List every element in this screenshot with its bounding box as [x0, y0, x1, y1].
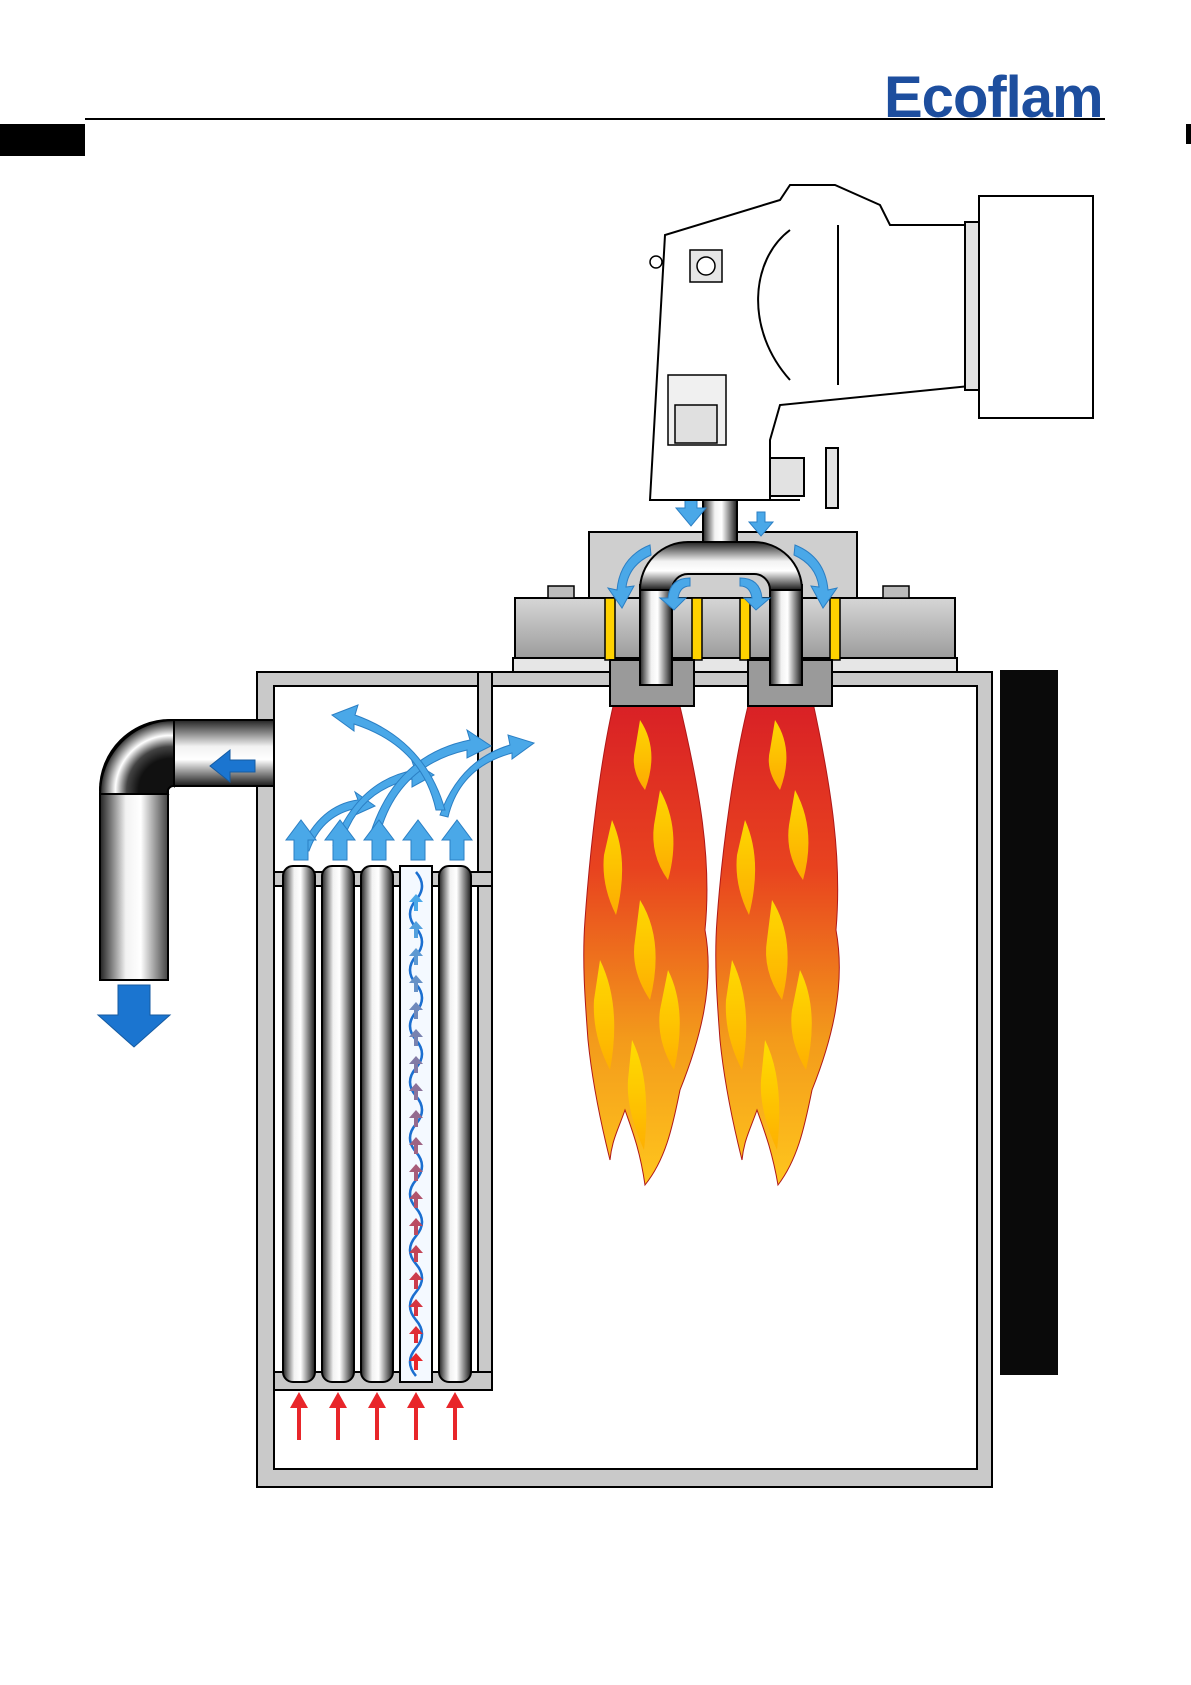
- gasket: [740, 598, 750, 660]
- mount-nut: [548, 586, 574, 598]
- burner-fan-housing: [650, 185, 1093, 500]
- boiler-side-panel: [1000, 670, 1058, 1375]
- gas-valve-flange: [770, 458, 804, 496]
- heat-exchanger-tubes: [283, 866, 471, 1382]
- baffle-wall: [478, 672, 492, 1390]
- gasket: [692, 598, 702, 660]
- air-intake: [979, 196, 1093, 418]
- flue-outlet-arrow: [98, 985, 170, 1047]
- mount-nut: [883, 586, 909, 598]
- flue-pipe: [98, 720, 274, 1047]
- gasket: [830, 598, 840, 660]
- gasket: [605, 598, 615, 660]
